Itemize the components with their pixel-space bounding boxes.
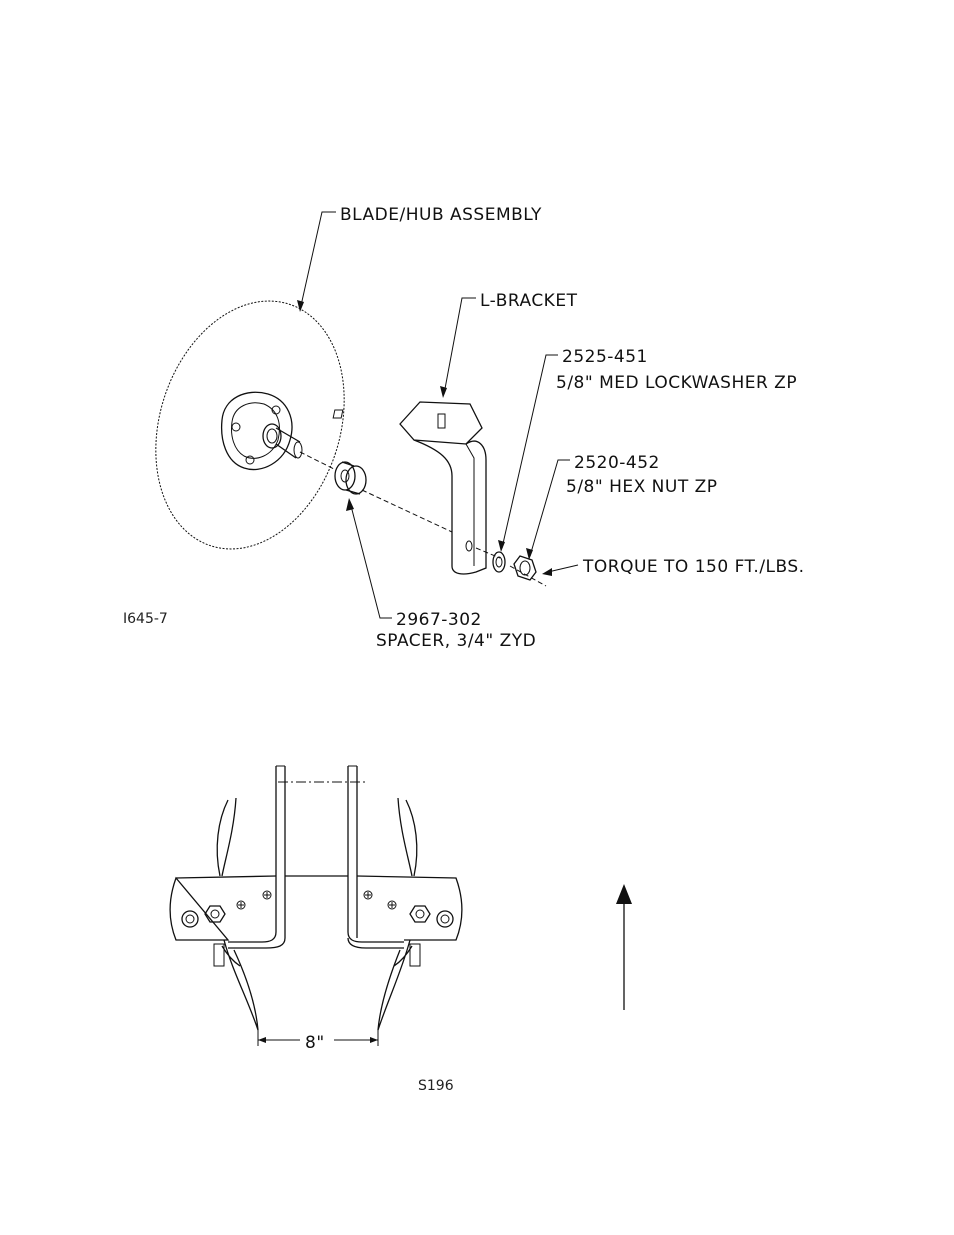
lockwasher-part [493, 552, 505, 572]
figure-id-top: I645-7 [123, 611, 168, 627]
travel-direction-arrow [616, 884, 632, 1010]
spacer-part [335, 462, 366, 494]
blade-hub-label: BLADE/HUB ASSEMBLY [340, 205, 542, 225]
lockwasher-description: 5/8" MED LOCKWASHER ZP [556, 373, 797, 393]
torque-note: TORQUE TO 150 FT./LBS. [582, 557, 805, 577]
spacer-description: SPACER, 3/4" ZYD [376, 631, 536, 651]
spacer-part-number: 2967-302 [396, 610, 482, 630]
hex-nut-part [514, 556, 536, 580]
l-bracket-label: L-BRACKET [480, 291, 578, 311]
l-bracket-part [333, 402, 486, 574]
lockwasher-part-number: 2525-451 [562, 347, 648, 367]
blade-hub-assembly [125, 276, 375, 573]
hexnut-part-number: 2520-452 [574, 453, 660, 473]
hexnut-description: 5/8" HEX NUT ZP [566, 477, 718, 497]
figure-id-bottom: S196 [418, 1078, 454, 1094]
right-bolts [364, 891, 453, 927]
left-bolts [182, 891, 271, 927]
spacing-dimension: 8" [305, 1033, 325, 1053]
toolbar-assembly-top-view [170, 766, 462, 1046]
